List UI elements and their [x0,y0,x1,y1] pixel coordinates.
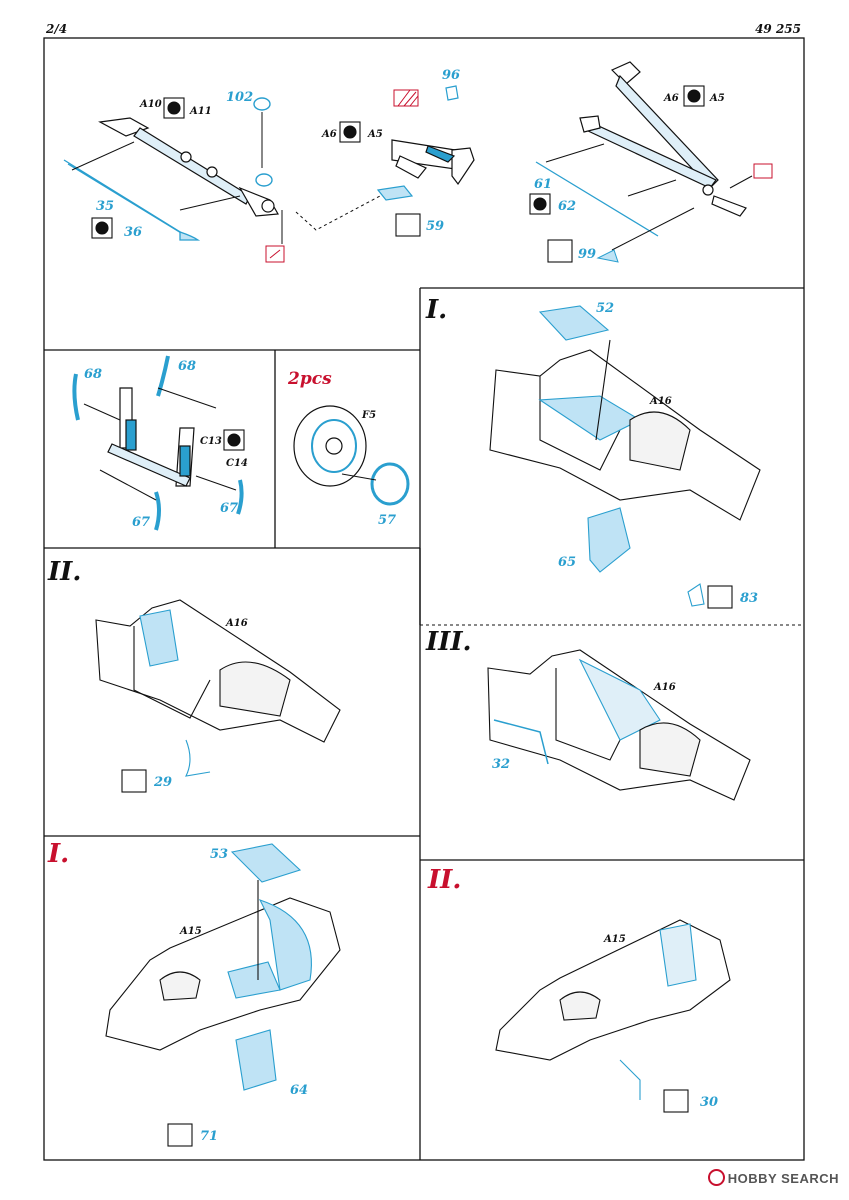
part-number: 53 [210,847,228,862]
kit-part-label: A16 [225,618,248,629]
step-label: II. [427,865,461,895]
kit-part-label: A6 [321,129,337,140]
kit-part-label: A10 [139,99,162,110]
kit-part-label: A5 [709,93,725,104]
kit-part-label: A15 [603,934,626,945]
part-number: 67 [220,501,238,516]
part-number: 62 [558,199,576,214]
kit-part-label: A16 [649,396,672,407]
step-label: III. [425,627,472,657]
part-number: 57 [378,513,396,528]
step-label: I. [47,839,69,869]
pe-rod-61 [535,161,659,237]
part-number: 71 [200,1129,218,1144]
part-number: 61 [534,177,552,192]
decal-swatch-right [753,163,773,179]
decal-swatch-left [265,245,285,263]
kit-part-label: A11 [189,106,212,117]
part-number: 67 [132,515,150,530]
decal-hatched [393,89,419,107]
pe-ring-102 [253,97,273,187]
step-label: II. [47,557,81,587]
pe-curves-68-67 [72,355,244,531]
watermark: HOBBY SEARCH [707,1169,839,1186]
watermark-text: HOBBY SEARCH [727,1171,839,1186]
gear-strut-center [391,139,475,186]
kit-part-label: C14 [226,458,248,469]
pe-tab-96 [445,85,459,101]
pe-wedge-99 [596,249,619,263]
part-number: 35 [96,199,114,214]
kit-part-label: A16 [653,682,676,693]
pe-rod-35 [63,159,201,241]
gear-leg-left [98,117,279,217]
part-number: 102 [226,90,253,105]
part-number: 68 [84,367,102,382]
page-number: 2/4 [46,22,68,36]
part-number: 65 [558,555,576,570]
part-number: 30 [700,1095,718,1110]
pe-wedge-59 [376,185,414,201]
part-number: 64 [290,1083,308,1098]
arm-assembly [107,387,195,487]
bay-II-bottom [495,919,731,1100]
bay-II-left [95,599,341,777]
fold-symbols [121,213,733,1147]
part-number: 68 [178,359,196,374]
part-number: 99 [578,247,596,262]
part-number: 36 [124,225,142,240]
pe-ring-57 [370,462,410,506]
kit-code: 49 255 [755,22,801,36]
part-number: 59 [426,219,444,234]
part-number: 32 [492,757,510,772]
panel-borders [43,37,805,1161]
part-number: 83 [740,591,758,606]
kit-part-label: F5 [361,410,376,421]
hobby-search-logo-icon [707,1169,725,1186]
step-label: I. [425,295,447,325]
kit-part-label: A5 [367,129,383,140]
option-symbols [91,85,705,451]
quantity-note: 2pcs [287,369,332,389]
part-number: 96 [442,68,460,83]
kit-part-label: A15 [179,926,202,937]
part-number: 52 [596,301,614,316]
part-number: 29 [153,775,172,790]
bay-I-top [489,305,761,607]
kit-part-label: A6 [663,93,679,104]
bay-III-right [487,649,751,801]
wheel-f5 [293,405,367,487]
bay-I-bottom [105,843,341,1091]
kit-part-label: C13 [200,436,222,447]
gear-frame-right [579,61,747,217]
